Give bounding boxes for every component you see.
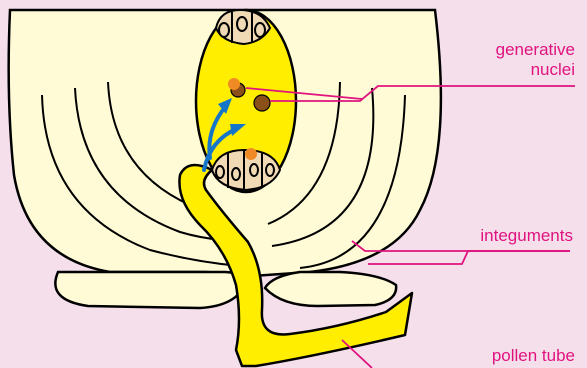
label-nuclei: nuclei	[531, 60, 575, 80]
label-pollen-tube: pollen tube	[492, 346, 575, 366]
left-lower-lobe	[55, 272, 245, 308]
right-lower-lobe	[265, 272, 396, 306]
generative-nucleus-2	[245, 148, 257, 160]
generative-nucleus-1	[228, 78, 240, 90]
label-generative: generative	[496, 40, 575, 60]
polar-nucleus-2	[254, 95, 270, 111]
label-integuments: integuments	[480, 226, 573, 246]
